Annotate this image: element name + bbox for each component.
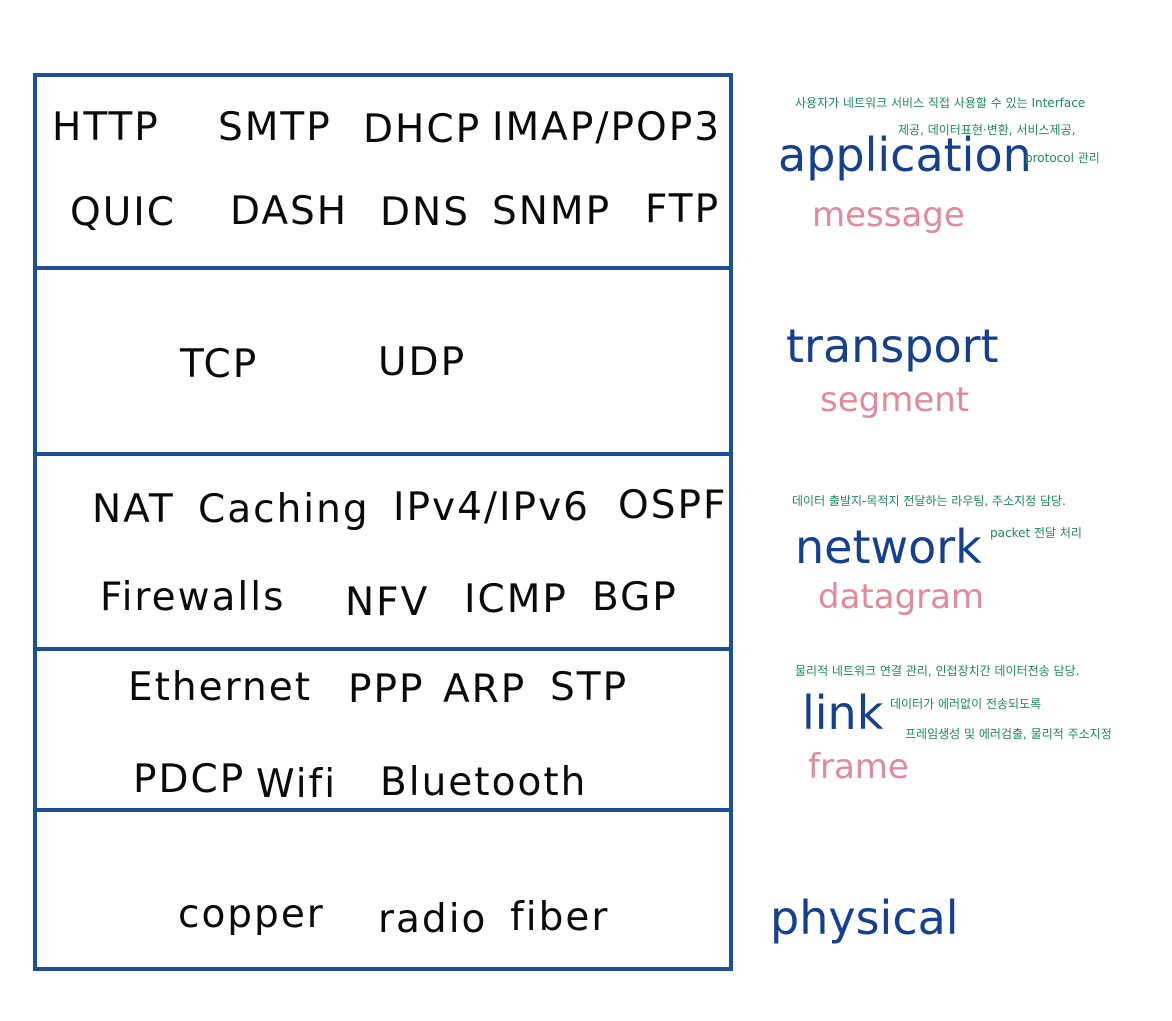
pdu-message: message [812,195,965,235]
protocol-stack-box [33,73,733,971]
network-note-line2: packet 전달 처리 [990,526,1082,540]
medium-copper: copper [178,892,325,937]
divider-application-transport [37,266,729,270]
protocol-ppp: PPP [348,667,425,712]
layer-name-link: link [802,686,884,740]
protocol-nfv: NFV [345,580,430,625]
divider-transport-network [37,452,729,456]
protocol-wifi: Wifi [256,762,338,807]
layer-name-transport: transport [786,319,999,373]
protocol-udp: UDP [378,340,467,385]
application-note-line1: 사용자가 네트워크 서비스 직접 사용할 수 있는 Interface [795,96,1086,110]
pdu-segment: segment [820,380,970,420]
protocol-smtp: SMTP [218,105,332,150]
layer-name-network: network [795,520,982,574]
protocol-dhcp: DHCP [363,107,482,152]
protocol-bgp: BGP [592,575,678,620]
protocol-firewalls: Firewalls [100,575,286,620]
protocol-icmp: ICMP [464,577,568,622]
link-note-line2: 데이터가 에러없이 전송되도록 [890,697,1042,711]
protocol-bluetooth: Bluetooth [380,760,588,805]
protocol-ospf: OSPF [618,483,728,528]
protocol-imap-pop3: IMAP/POP3 [492,105,722,150]
protocol-snmp: SNMP [492,189,612,234]
protocol-ftp: FTP [645,187,721,232]
link-note-line1: 물리적 네트워크 연결 관리, 인접장치간 데이터전송 담당. [795,664,1080,678]
link-note-line3: 프레임생성 및 에러검출, 물리적 주소지정 [905,727,1112,741]
medium-radio: radio [378,897,488,942]
network-note-line1: 데이터 출발지-목적지 전달하는 라우팅, 주소지정 담당. [792,494,1066,508]
layer-name-application: application [778,128,1032,182]
layer-name-physical: physical [770,891,959,945]
protocol-arp: ARP [443,667,527,712]
protocol-stp: STP [550,665,629,710]
protocol-quic: QUIC [70,190,176,235]
protocol-tcp: TCP [180,342,259,387]
pdu-datagram: datagram [818,577,985,617]
protocol-dns: DNS [380,190,470,235]
medium-fiber: fiber [510,895,610,940]
divider-link-physical [37,808,729,812]
protocol-ipv4-ipv6: IPv4/IPv6 [393,485,590,530]
protocol-dash: DASH [230,189,349,234]
protocol-nat: NAT [92,487,175,532]
protocol-pdcp: PDCP [133,757,246,802]
protocol-caching: Caching [198,487,370,532]
application-note-line3: protocol 관리 [1025,151,1100,165]
application-note-line2: 제공, 데이터표현·변환, 서비스제공, [898,123,1076,137]
protocol-ethernet: Ethernet [128,665,312,710]
protocol-http: HTTP [52,105,160,150]
divider-network-link [37,647,729,651]
pdu-frame: frame [808,747,909,787]
